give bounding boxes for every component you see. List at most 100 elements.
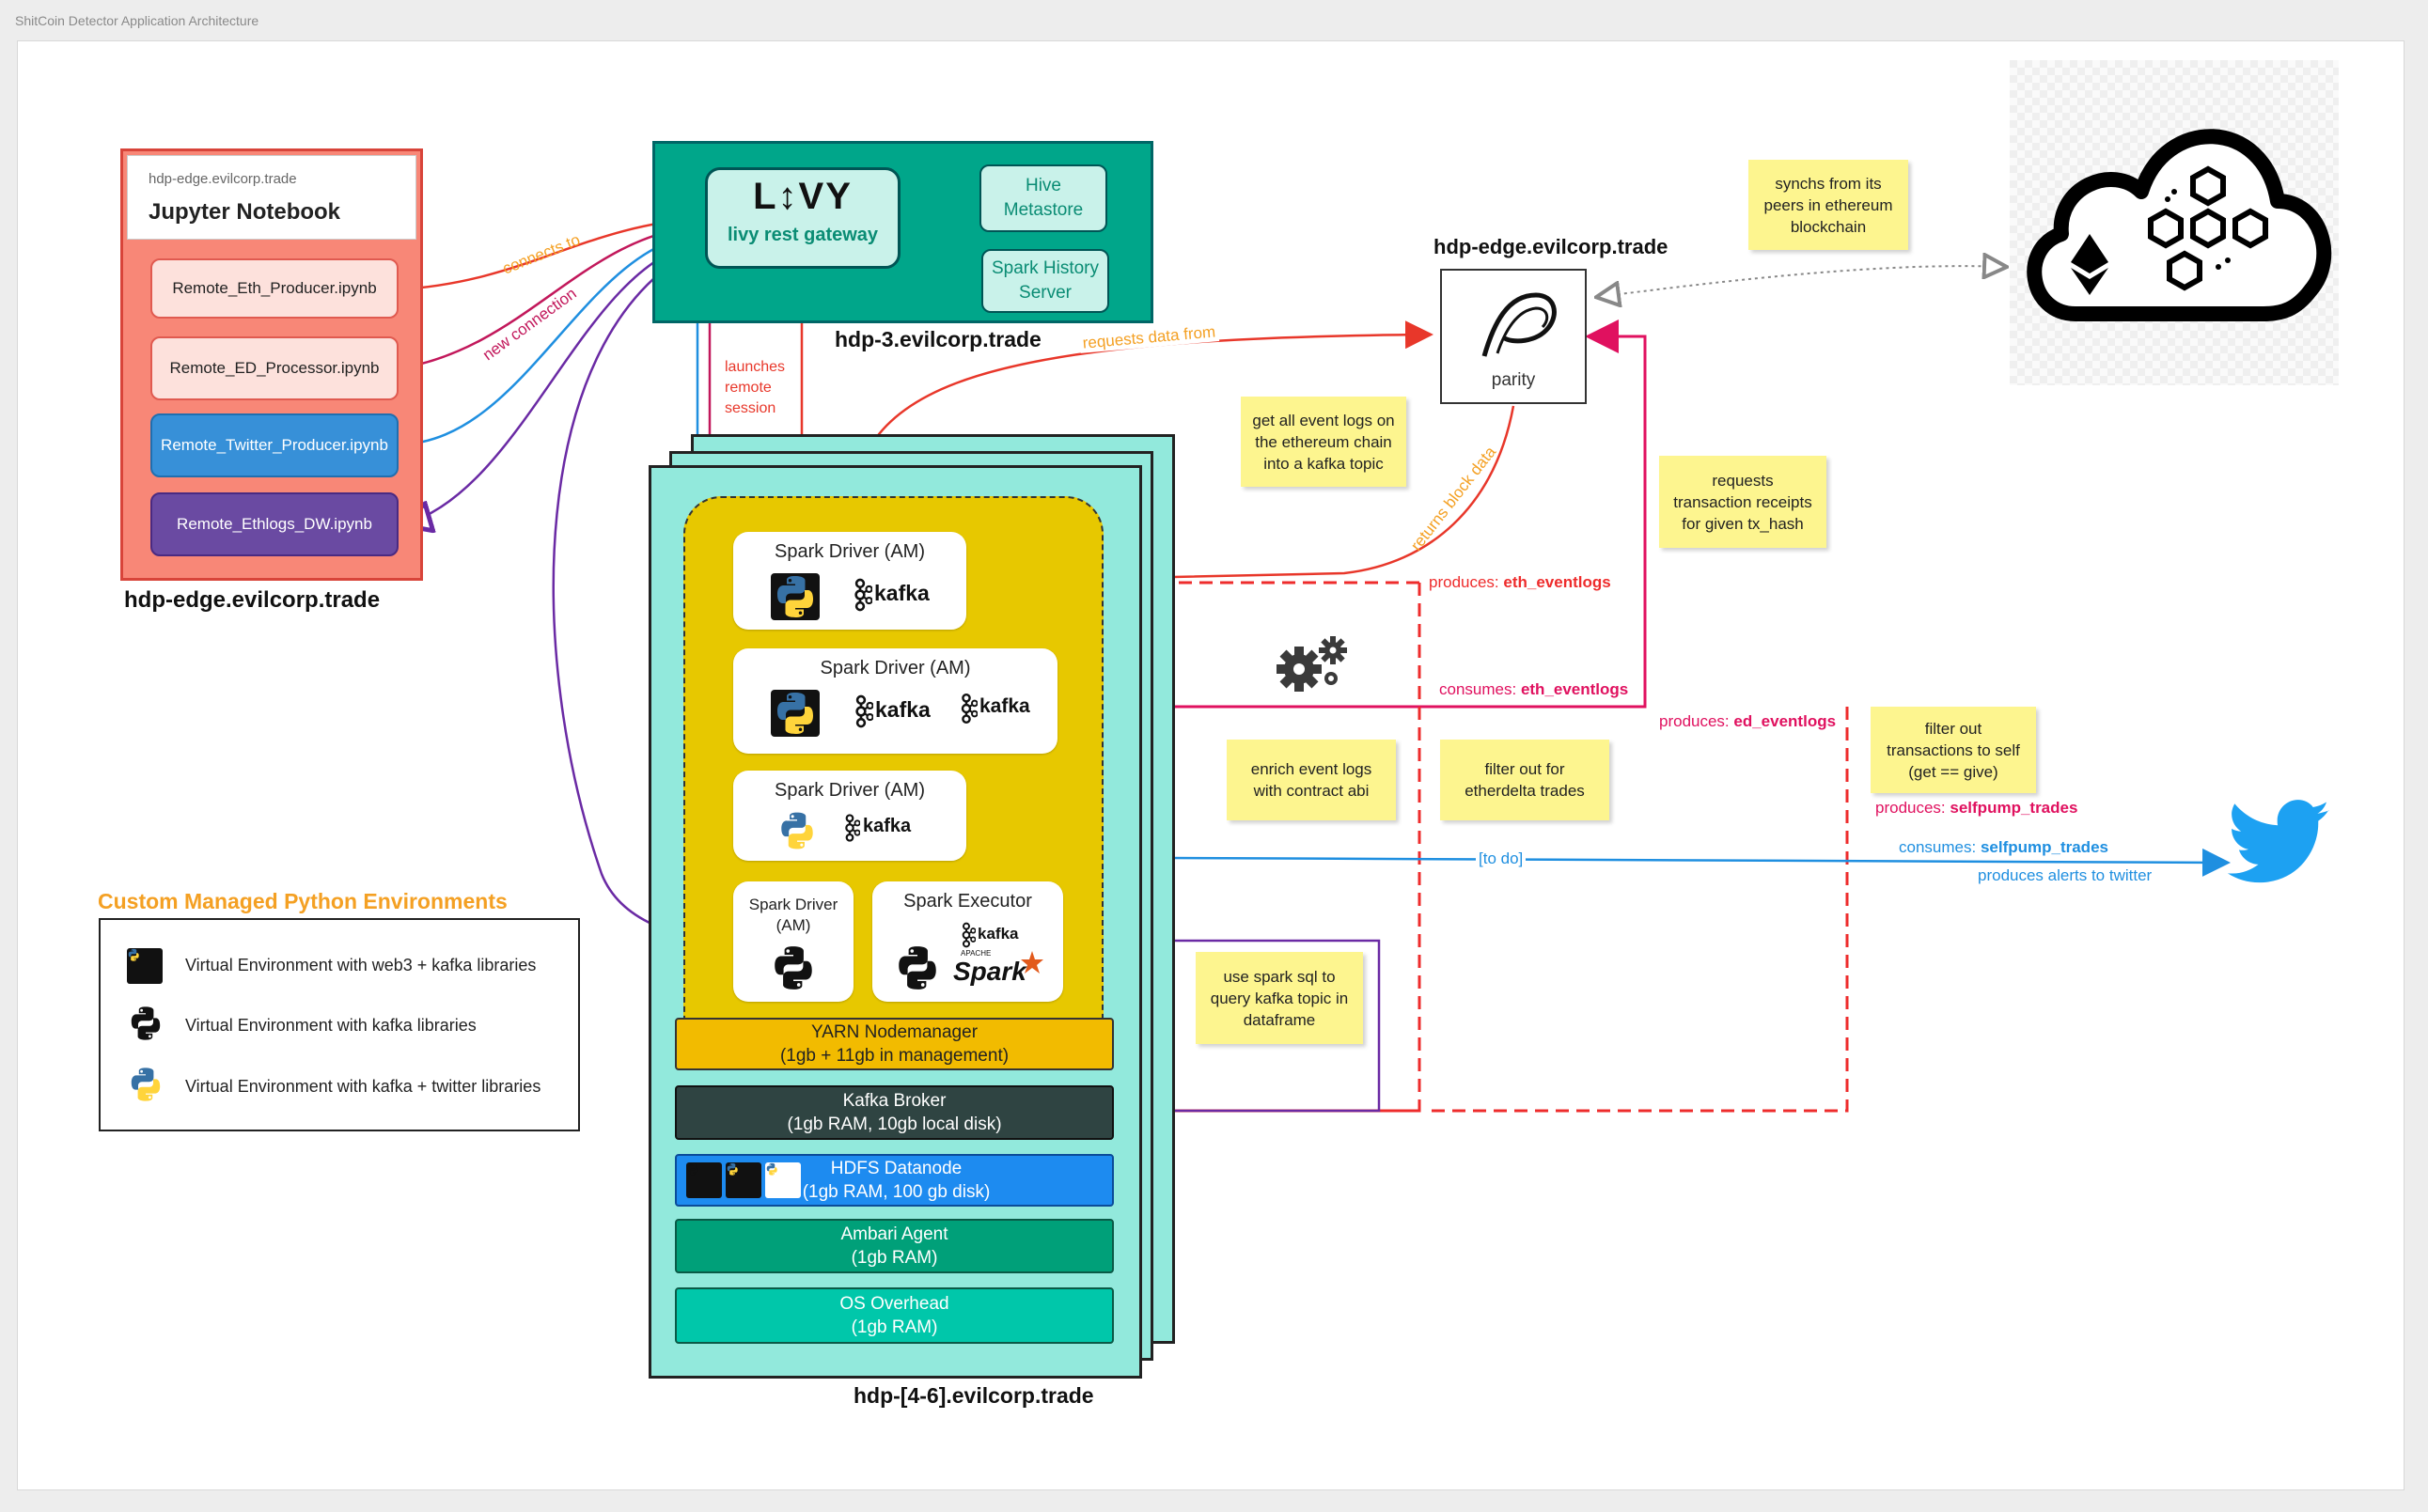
produces-prefix: produces: <box>1659 712 1734 730</box>
label-alerts-to-twitter: produces alerts to twitter <box>1978 866 2153 884</box>
hdfs-label: HDFS Datanode (1gb RAM, 100 gb disk) <box>802 1159 991 1202</box>
yarn-nodemanager[interactable]: YARN Nodemanager (1gb + 11gb in manageme… <box>675 1018 1114 1070</box>
cluster-host-label: hdp-[4-6].evilcorp.trade <box>854 1383 1094 1408</box>
legend-item-twitter: Virtual Environment with kafka + twitter… <box>185 1077 541 1096</box>
jupyter-header: hdp-edge.evilcorp.trade Jupyter Notebook <box>127 155 416 240</box>
spark-text: Spark <box>953 957 1026 986</box>
kafka-text: kafka <box>979 695 1030 717</box>
python-kafka-icon <box>127 1005 164 1042</box>
arrow-returns-block-data <box>992 405 1515 595</box>
python-twitter-icon <box>765 1162 801 1198</box>
notebook-ethlogs-dw[interactable]: Remote_Ethlogs_DW.ipynb <box>150 492 399 556</box>
spark-logo-icon: APACHE Spark <box>953 949 1047 992</box>
topic-eth-eventlogs: eth_eventlogs <box>1520 680 1629 698</box>
legend-title: Custom Managed Python Environments <box>98 889 508 913</box>
arrow-executor-kafka-loop <box>1062 927 1381 1113</box>
topic-eth-eventlogs: eth_eventlogs <box>1503 573 1611 591</box>
hdfs-datanode[interactable]: HDFS Datanode (1gb RAM, 100 gb disk) <box>675 1154 1114 1207</box>
jupyter-host-label: hdp-edge.evilcorp.trade <box>124 587 381 613</box>
kafka-text: kafka <box>978 925 1019 943</box>
hdp3-host-label: hdp-3.evilcorp.trade <box>835 327 1042 351</box>
python-kafka-icon <box>893 943 942 992</box>
os-overhead[interactable]: OS Overhead (1gb RAM) <box>675 1287 1114 1344</box>
python-web3-icon <box>771 690 820 737</box>
python-web3-icon <box>686 1162 722 1198</box>
topic-ed-eventlogs: ed_eventlogs <box>1733 712 1837 730</box>
python-web3-icon <box>127 948 163 984</box>
kafka-text: kafka <box>874 581 930 605</box>
kafka-icon <box>957 921 976 949</box>
page-title: ShitCoin Detector Application Architectu… <box>15 13 259 28</box>
kafka-text: kafka <box>863 816 912 836</box>
kafka-text: kafka <box>875 697 931 722</box>
jupyter-title: Jupyter Notebook <box>149 199 341 225</box>
sticky-synchs: synchs from its peers in ethereum blockc… <box>1748 160 1908 250</box>
legend-item-kafka: Virtual Environment with kafka libraries <box>185 1016 477 1035</box>
hive-metastore[interactable]: Hive Metastore <box>979 164 1107 232</box>
spark-driver-4[interactable]: Spark Driver (AM) <box>733 881 854 1002</box>
python-web3-icon <box>771 573 820 620</box>
label-launches-remote-session: launches remote session <box>725 359 786 416</box>
ambari-agent[interactable]: Ambari Agent (1gb RAM) <box>675 1219 1114 1273</box>
kafka-broker[interactable]: Kafka Broker (1gb RAM, 10gb local disk) <box>675 1085 1114 1140</box>
dash-produces-ed <box>1429 707 1849 1113</box>
produces-prefix: produces: <box>1429 573 1504 591</box>
arrow-to-twitter <box>965 848 2231 877</box>
spark-executor[interactable]: Spark Executor kafka APACHE Spark <box>872 881 1063 1002</box>
legend-box: Virtual Environment with web3 + kafka li… <box>99 918 580 1131</box>
python-kafka-icon <box>726 1162 761 1198</box>
consumes-prefix: consumes: <box>1439 680 1521 698</box>
kafka-icon <box>849 693 873 730</box>
sticky-spark-sql: use spark sql to query kafka topic in da… <box>1196 952 1363 1044</box>
produces-prefix: produces: <box>1875 799 1950 817</box>
kafka-icon <box>839 812 860 844</box>
jupyter-host-small: hdp-edge.evilcorp.trade <box>149 171 297 187</box>
spark-driver-1[interactable]: Spark Driver (AM) kafka <box>733 532 966 630</box>
sticky-filter-etherdelta: filter out for etherdelta trades <box>1440 740 1609 820</box>
parity-host-label: hdp-edge.evilcorp.trade <box>1433 235 1668 258</box>
livy-label: livy rest gateway <box>727 224 879 245</box>
label-produces-selfpump: produces: selfpump_trades <box>1875 799 2077 818</box>
livy-gateway[interactable]: L↕VY livy rest gateway <box>705 167 901 269</box>
label-consumes-eth-eventlogs: consumes: eth_eventlogs <box>1436 680 1632 699</box>
kafka-icon <box>848 576 872 614</box>
sticky-requests-receipts: requests transaction receipts for given … <box>1659 456 1826 548</box>
parity-logo-icon <box>1481 292 1557 357</box>
parity-logo-text: parity <box>1491 370 1536 390</box>
driver-3-label: Spark Driver (AM) <box>774 779 925 801</box>
gears-icon <box>1277 636 1347 692</box>
label-produces-eth-eventlogs: produces: eth_eventlogs <box>1426 573 1614 592</box>
ethereum-icon <box>2071 234 2108 295</box>
python-twitter-icon <box>776 810 818 851</box>
spark-driver-2[interactable]: Spark Driver (AM) kafka kafka <box>733 648 1057 754</box>
legend-item-web3: Virtual Environment with web3 + kafka li… <box>185 956 537 974</box>
python-twitter-icon <box>127 1066 164 1103</box>
driver-1-label: Spark Driver (AM) <box>774 540 925 562</box>
livy-logo-icon: L↕VY <box>753 175 853 217</box>
topic-selfpump-trades: selfpump_trades <box>1980 838 2108 856</box>
arrow-parity-sync <box>1598 266 2005 297</box>
topic-selfpump-trades: selfpump_trades <box>1950 799 2078 817</box>
sticky-filter-self: filter out transactions to self (get == … <box>1871 707 2036 793</box>
spark-driver-3[interactable]: Spark Driver (AM) kafka <box>733 771 966 861</box>
label-produces-ed-eventlogs: produces: ed_eventlogs <box>1656 712 1840 731</box>
driver-2-label: Spark Driver (AM) <box>820 657 971 678</box>
spark-star-icon <box>1021 951 1043 974</box>
notebook-eth-producer[interactable]: Remote_Eth_Producer.ipynb <box>150 258 399 319</box>
spark-history-server[interactable]: Spark History Server <box>981 249 1109 313</box>
apache-text: APACHE <box>961 949 992 958</box>
executor-label: Spark Executor <box>903 890 1032 912</box>
sticky-get-event-logs: get all event logs on the ethereum chain… <box>1241 397 1406 487</box>
kafka-icon <box>955 691 978 726</box>
python-kafka-icon <box>769 943 818 992</box>
sticky-enrich-logs: enrich event logs with contract abi <box>1227 740 1396 820</box>
twitter-bird-icon[interactable] <box>2228 799 2331 887</box>
notebook-twitter-producer[interactable]: Remote_Twitter_Producer.ipynb <box>150 413 399 477</box>
blockchain-cloud-icon <box>2010 60 2339 385</box>
label-consumes-selfpump: consumes: selfpump_trades <box>1896 838 2111 857</box>
label-to-do: [to do] <box>1476 850 1527 868</box>
consumes-prefix: consumes: <box>1899 838 1981 856</box>
notebook-ed-processor[interactable]: Remote_ED_Processor.ipynb <box>150 336 399 400</box>
parity-node[interactable]: parity <box>1440 269 1587 404</box>
driver-4-label: Spark Driver (AM) <box>748 896 838 934</box>
